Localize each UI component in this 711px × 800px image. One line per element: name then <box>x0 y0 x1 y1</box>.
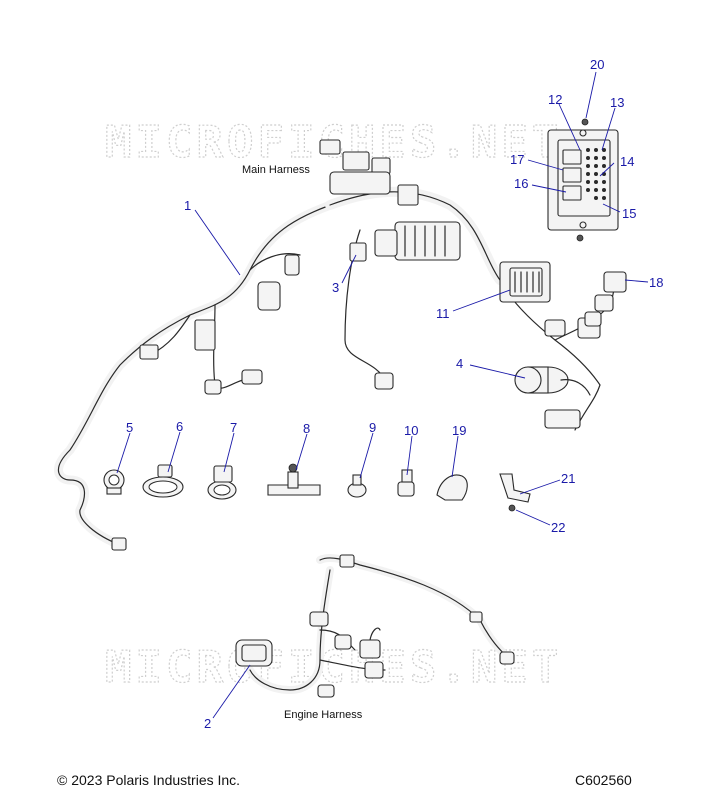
callout-14: 14 <box>620 154 634 169</box>
callout-9: 9 <box>369 420 376 435</box>
leader-lines <box>116 71 649 719</box>
part-8-bracket <box>267 463 321 496</box>
part-21-bracket <box>499 473 531 503</box>
part-19-cover <box>436 474 468 501</box>
part-10-clip <box>397 469 415 497</box>
callout-5: 5 <box>126 420 133 435</box>
relay-panel <box>547 118 619 242</box>
callout-2: 2 <box>204 716 211 731</box>
callout-16: 16 <box>514 176 528 191</box>
callout-20: 20 <box>590 57 604 72</box>
part-5-clip <box>103 469 125 495</box>
callout-15: 15 <box>622 206 636 221</box>
callout-1: 1 <box>184 198 191 213</box>
main-harness-label: Main Harness <box>242 164 310 176</box>
figure-code: C602560 <box>575 772 632 788</box>
part-9-clip <box>347 474 367 498</box>
watermark-bottom: MICROFICHES.NET <box>105 642 562 693</box>
callout-19: 19 <box>452 423 466 438</box>
callout-8: 8 <box>303 421 310 436</box>
fuse-box-11 <box>499 261 551 303</box>
callout-12: 12 <box>548 92 562 107</box>
part-2-connector <box>235 639 273 667</box>
callout-18: 18 <box>649 275 663 290</box>
callout-6: 6 <box>176 419 183 434</box>
copyright-text: © 2023 Polaris Industries Inc. <box>57 772 240 788</box>
callout-4: 4 <box>456 356 463 371</box>
callout-3: 3 <box>332 280 339 295</box>
part-4-capacitor <box>514 366 591 429</box>
callout-13: 13 <box>610 95 624 110</box>
callout-numbers: 1 2 3 4 5 6 7 8 9 10 11 12 13 14 15 16 1… <box>126 57 663 731</box>
callout-7: 7 <box>230 420 237 435</box>
callout-11: 11 <box>436 306 450 321</box>
engine-harness-drawing <box>235 553 515 698</box>
part-22-screw <box>508 504 516 512</box>
part-7-clamp <box>207 465 237 500</box>
ecu-connector <box>394 221 461 261</box>
part-6-clamp <box>142 464 184 498</box>
engine-harness-label: Engine Harness <box>284 709 363 721</box>
callout-17: 17 <box>510 152 524 167</box>
part-18-connector <box>584 271 627 327</box>
callout-10: 10 <box>404 423 418 438</box>
callout-21: 21 <box>561 471 575 486</box>
callout-22: 22 <box>551 520 565 535</box>
main-harness-drawing <box>54 139 615 551</box>
